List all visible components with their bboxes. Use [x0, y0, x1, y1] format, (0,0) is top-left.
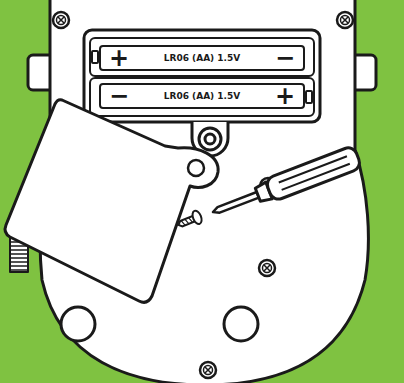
- polarity-sign: −: [275, 48, 295, 68]
- battery-slot: [90, 38, 314, 76]
- cover-hole: [188, 160, 204, 176]
- battery-compartment: [84, 30, 320, 122]
- battery-label: LR06 (AA) 1.5V: [164, 53, 241, 64]
- foot: [224, 307, 258, 341]
- screwdriver: [209, 145, 362, 223]
- screw-hole: [199, 128, 221, 150]
- battery-label: LR06 (AA) 1.5V: [164, 91, 241, 102]
- loose-screw: [176, 209, 203, 231]
- battery-cover: [5, 100, 218, 303]
- battery-terminal: [92, 51, 98, 63]
- battery-slot: [90, 78, 314, 116]
- polarity-sign: −: [109, 86, 129, 106]
- battery: + LR06 (AA) 1.5V −: [99, 45, 305, 71]
- polarity-sign: +: [275, 86, 295, 106]
- screw-hole: [205, 134, 215, 144]
- battery: − LR06 (AA) 1.5V +: [99, 83, 305, 109]
- battery-terminal: [306, 91, 312, 103]
- foot: [61, 307, 95, 341]
- polarity-sign: +: [109, 48, 129, 68]
